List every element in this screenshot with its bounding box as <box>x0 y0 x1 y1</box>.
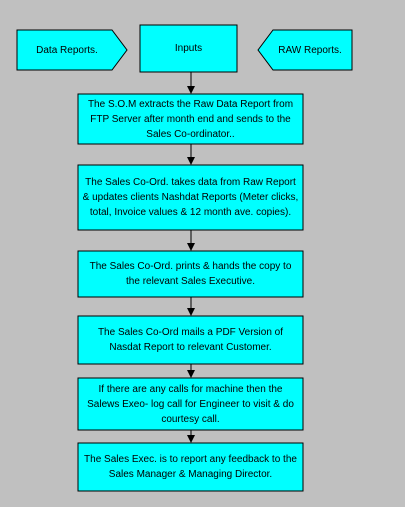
step-3-box <box>77 250 304 298</box>
step-1-text: The S.O.M extracts the Raw Data Report f… <box>87 98 294 140</box>
step-3-text: The Sales Co-Ord. prints & hands the cop… <box>89 261 292 287</box>
step-4-box <box>77 315 304 365</box>
step-6-box <box>77 442 304 492</box>
inputs-box <box>139 24 238 73</box>
step-2-box <box>77 164 304 231</box>
step-6-text: The Sales Exec. is to report any feedbac… <box>84 454 297 480</box>
step-2-text: The Sales Co-Ord. takes data from Raw Re… <box>82 177 299 218</box>
step-4-text: The Sales Co-Ord mails a PDF Version of … <box>97 327 284 353</box>
raw-reports-arrow-shape <box>257 29 353 71</box>
raw-reports-label: RAW Reports. <box>278 44 342 56</box>
step-5-text: If there are any calls for machine then … <box>87 383 294 425</box>
data-reports-arrow-shape <box>16 29 128 71</box>
inputs-label: Inputs <box>174 43 203 54</box>
data-reports-label: Data Reports. <box>36 44 98 56</box>
step-5-box <box>77 377 304 431</box>
